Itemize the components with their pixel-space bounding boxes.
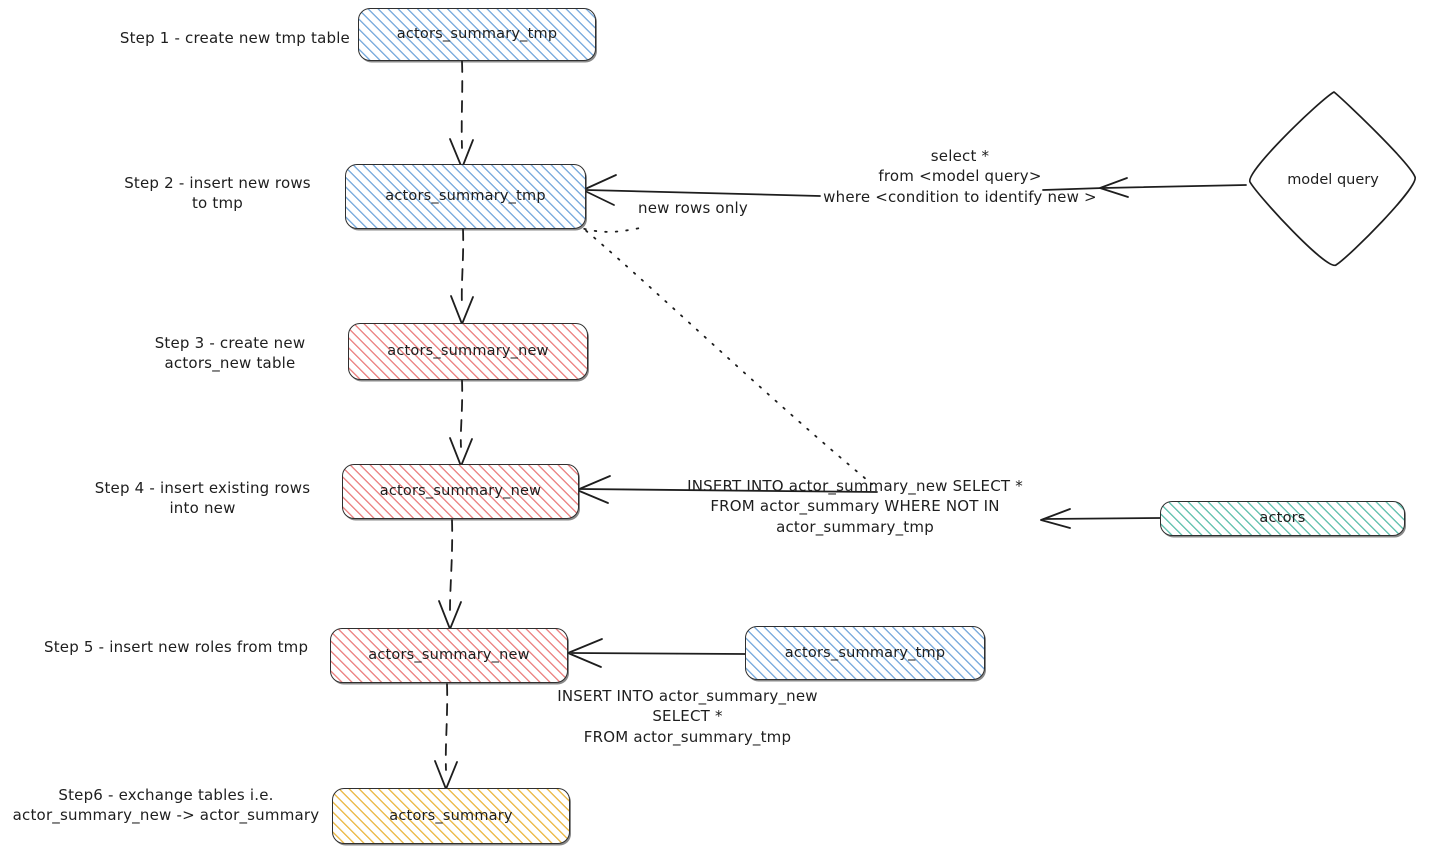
annotation-insert-new-roles-sql: INSERT INTO actor_summary_new SELECT * F… [557, 687, 818, 746]
node-actors-summary-new-step3[interactable]: actors_summary_new [348, 323, 588, 380]
node-label: actors_summary_tmp [784, 644, 946, 661]
node-label: actors [1259, 510, 1306, 527]
node-label: actors_summary_tmp [396, 26, 558, 43]
node-actors-summary-step6[interactable]: actors_summary [332, 788, 570, 844]
node-actors-summary-new-step5[interactable]: actors_summary_new [330, 628, 568, 683]
step-4-caption: Step 4 - insert existing rows into new [94, 479, 311, 518]
node-label: actors_summary_new [379, 483, 542, 500]
edge-tmp-to-n5 [567, 638, 746, 668]
step-5-caption: Step 5 - insert new roles from tmp [44, 638, 309, 656]
node-label: actors_summary_new [387, 343, 549, 360]
step-3-caption: Step 3 - create new actors_new table [154, 334, 306, 373]
node-actors-source[interactable]: actors [1160, 501, 1405, 536]
step-2-caption: Step 2 - insert new rows to tmp [124, 174, 311, 213]
node-model-query[interactable]: model query [1248, 92, 1418, 268]
step-1-caption: Step 1 - create new tmp table [119, 29, 350, 47]
edge-n4-n5 [438, 519, 462, 630]
edge-n1-n2 [449, 60, 474, 169]
step-6-caption: Step6 - exchange tables i.e. actor_summa… [12, 786, 320, 825]
node-label: actors_summary_tmp [385, 188, 546, 205]
node-actors-summary-new-step4[interactable]: actors_summary_new [342, 464, 579, 519]
node-label: actors_summary_new [368, 647, 530, 664]
node-actors-summary-tmp-step2[interactable]: actors_summary_tmp [345, 164, 586, 229]
node-label: model query [1287, 172, 1379, 188]
edge-n5-n6 [434, 683, 458, 790]
edge-label-new-rows-only: new rows only [638, 199, 748, 217]
node-label: actors_summary [389, 807, 513, 824]
annotation-model-query-sql: select * from <model query> where <condi… [823, 147, 1097, 206]
node-actors-summary-tmp-step1[interactable]: actors_summary_tmp [358, 8, 596, 61]
edge-n2-n3 [450, 228, 474, 325]
edge-n3-n4 [449, 379, 473, 467]
edge-n2-dotted-to-sql [573, 223, 873, 485]
annotation-insert-existing-sql: INSERT INTO actor_summary_new SELECT * F… [687, 477, 1023, 536]
node-actors-summary-tmp-source[interactable]: actors_summary_tmp [745, 626, 985, 680]
